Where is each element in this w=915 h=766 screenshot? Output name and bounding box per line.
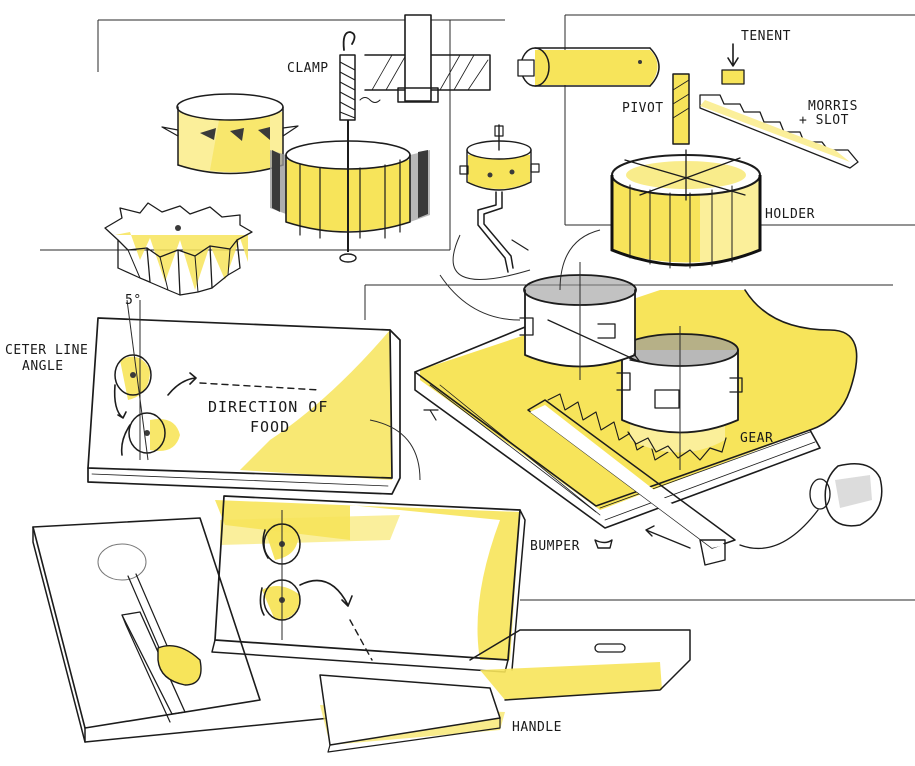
- leader-lines: [369, 229, 601, 481]
- star-gear: [104, 202, 253, 296]
- label-tenent: TENENT: [741, 29, 791, 44]
- label-gear: GEAR: [740, 431, 773, 446]
- label-center-line-1: CETER LINE: [5, 343, 88, 358]
- pivot-holder: [517, 43, 859, 269]
- small-hub: [459, 124, 540, 273]
- main-board: [414, 262, 883, 566]
- label-angle: 5°: [125, 293, 142, 308]
- label-center-line-2: ANGLE: [22, 359, 64, 374]
- bottom-boards: [319, 629, 691, 753]
- spiked-cylinder: [161, 93, 299, 175]
- slotted-drum: [270, 14, 491, 263]
- label-clamp: CLAMP: [287, 61, 329, 76]
- label-direction-1: DIRECTION OF: [208, 398, 328, 416]
- annotations: CLAMP TENENT PIVOT MORRIS + SLOT HOLDER …: [5, 29, 858, 735]
- board-angle: [87, 299, 401, 495]
- label-bumper: BUMPER: [530, 539, 580, 554]
- label-direction-2: FOOD: [250, 418, 290, 436]
- label-handle: HANDLE: [512, 720, 562, 735]
- label-holder: HOLDER: [765, 207, 815, 222]
- board-center: [211, 495, 526, 673]
- label-pivot: PIVOT: [622, 101, 664, 116]
- label-slot: + SLOT: [799, 113, 849, 128]
- label-morris: MORRIS: [808, 99, 858, 114]
